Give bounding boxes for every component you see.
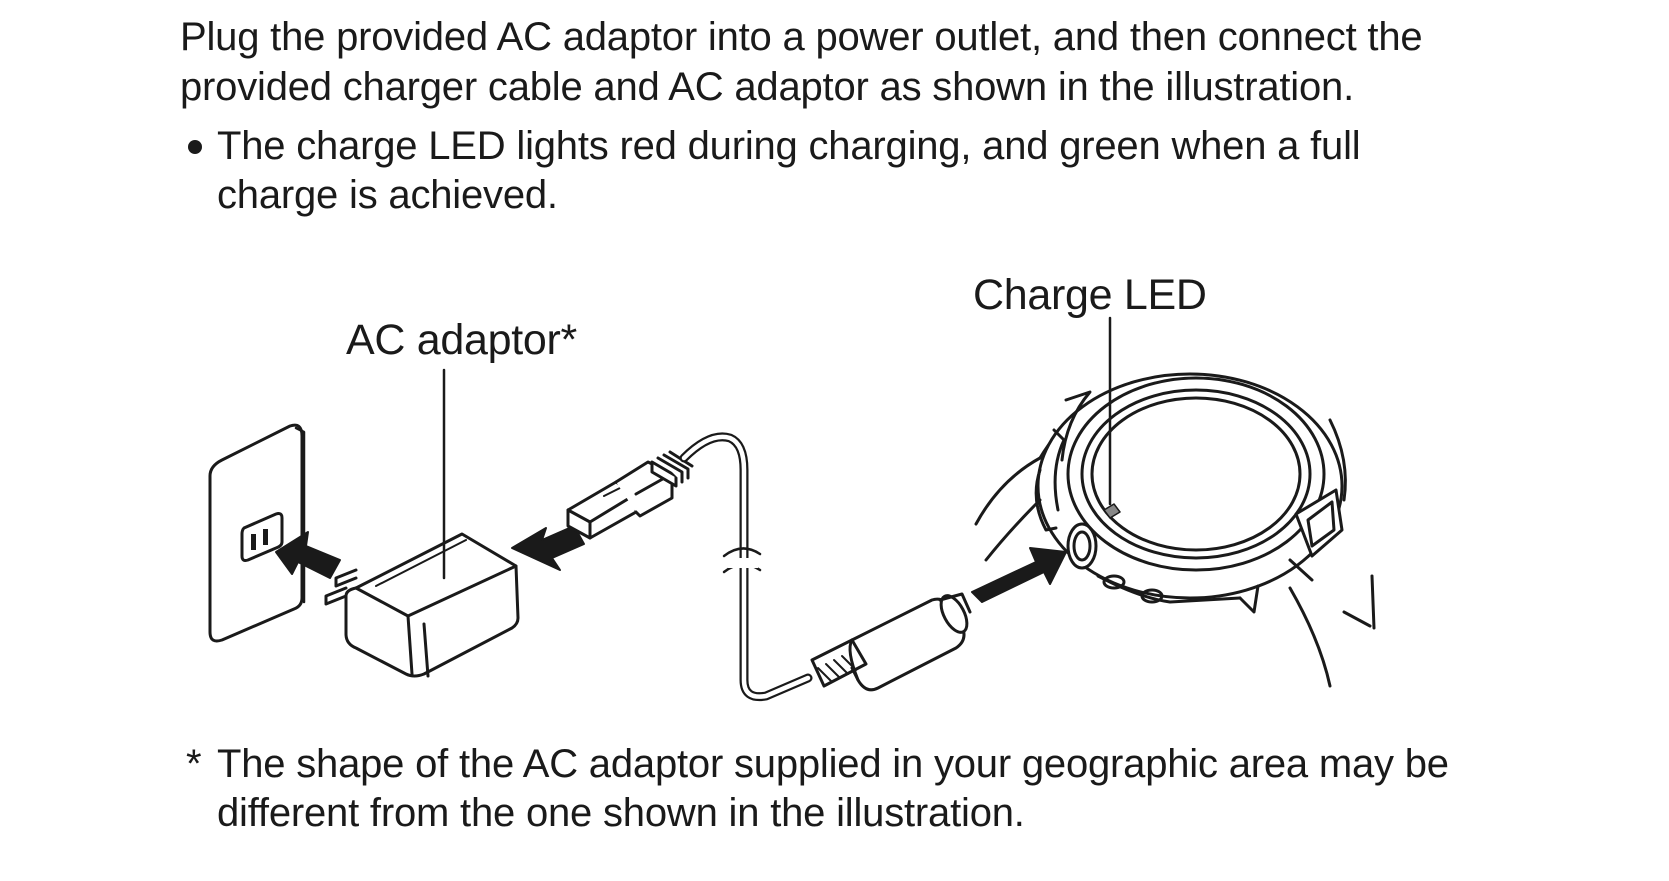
charger-head-icon [810, 592, 972, 692]
footnote: * The shape of the AC adaptor supplied i… [186, 740, 1606, 838]
intro-line-1: Plug the provided AC adaptor into a powe… [180, 15, 1423, 59]
charge-led-note: The charge LED lights red during chargin… [186, 122, 1486, 220]
arrow-into-adaptor-icon [511, 525, 585, 571]
note-line-2: charge is achieved. [217, 173, 558, 217]
charge-led-label: Charge LED [973, 271, 1207, 319]
footnote-line-2: different from the one shown in the illu… [217, 791, 1025, 835]
bullet-icon [188, 140, 202, 154]
watch-icon [974, 372, 1376, 688]
footnote-line-1: The shape of the AC adaptor supplied in … [217, 742, 1449, 786]
intro-line-2: provided charger cable and AC adaptor as… [180, 65, 1354, 109]
ac-adaptor-icon [324, 532, 520, 678]
arrow-into-watch-icon [971, 547, 1067, 603]
ac-adaptor-label: AC adaptor* [346, 316, 577, 364]
footnote-marker: * [186, 742, 202, 786]
arrow-into-outlet-icon [275, 531, 341, 579]
wall-outlet-icon [208, 423, 306, 643]
note-line-1: The charge LED lights red during chargin… [217, 124, 1361, 168]
usb-plug-icon [566, 450, 694, 540]
intro-paragraph: Plug the provided AC adaptor into a powe… [180, 12, 1620, 112]
